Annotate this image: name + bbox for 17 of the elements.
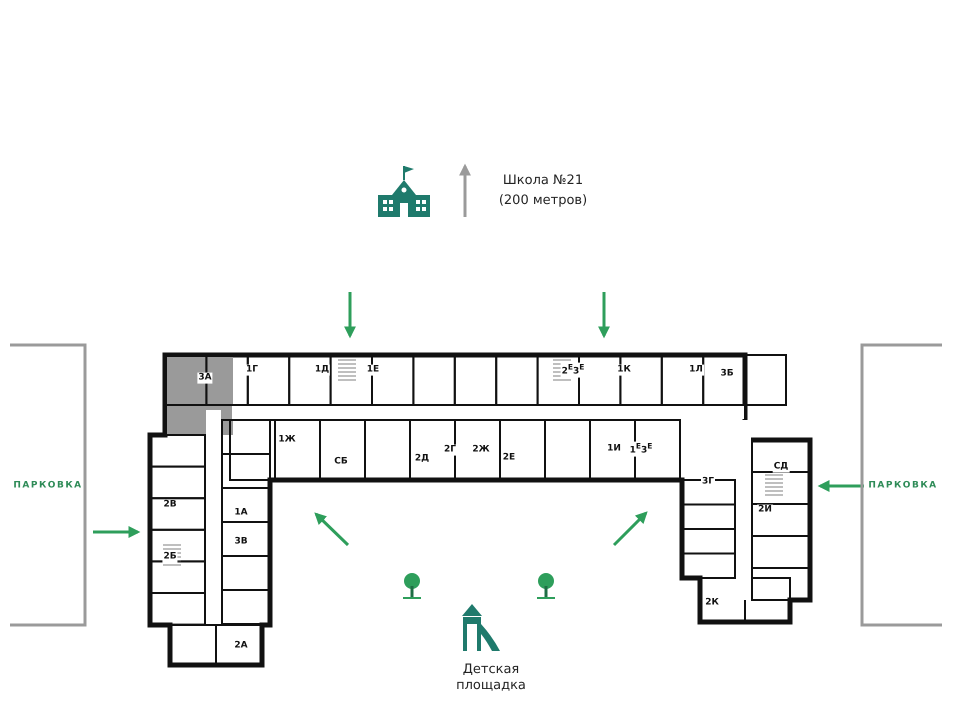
apartment-code: 3А xyxy=(197,372,213,384)
apartment-code: 2Б xyxy=(162,552,178,562)
apartment-code: 1Д xyxy=(314,364,330,376)
parking-label: ПАРКОВКА xyxy=(13,480,83,492)
apartment-code: 1Л xyxy=(688,364,704,376)
apartment-code: 1$^{Е}$3$^{Е}$ xyxy=(628,442,654,456)
apartment-code: 1Г xyxy=(245,364,259,376)
school-name: Школа №21 xyxy=(502,173,584,189)
apartment-code: 2Д xyxy=(414,454,430,464)
apartment-code: 2Г xyxy=(443,444,457,456)
parking-label: ПАРКОВКА xyxy=(868,480,938,492)
playground-label: Детская площадка xyxy=(455,662,527,694)
apartment-code: СД xyxy=(772,462,790,472)
apartment-code: 1К xyxy=(616,364,632,376)
apartment-code: 2$^{Е}$3$^{Е}$ xyxy=(560,362,586,378)
apartment-code: 1Е xyxy=(366,364,380,376)
distance-note: (200 метров) xyxy=(498,193,588,209)
